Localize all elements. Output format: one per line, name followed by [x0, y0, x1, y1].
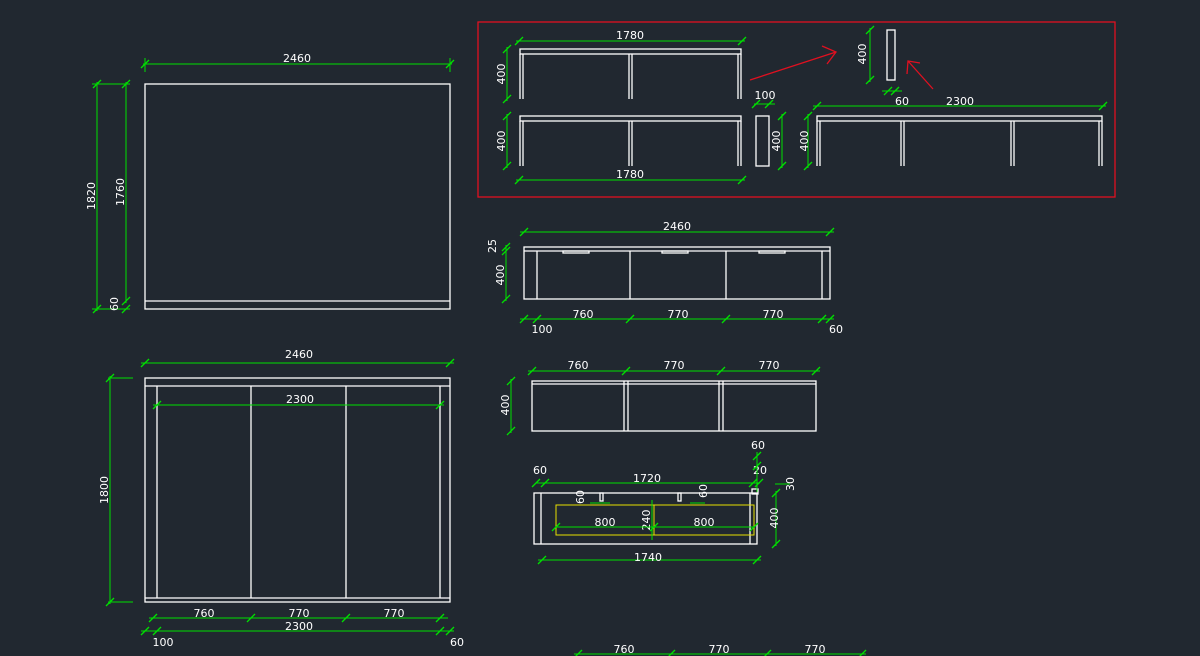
long-frame-height-label: 400	[798, 131, 811, 152]
long-frame-offset-label: 60	[895, 95, 909, 108]
wardrobe-inner-width-label: 2300	[286, 393, 314, 406]
cabinet-top-elevation: 2460 25 400 760 770 770 100 60	[486, 220, 843, 336]
frame-details-box: 1780 400 1780 400 100 400 400	[477, 21, 1116, 198]
bottom-seg2-label: 770	[709, 643, 730, 656]
cabinet-left-offset-label: 100	[532, 323, 553, 336]
plan-view: 2460 1820 1760 60	[85, 52, 455, 314]
plan-width-label: 2460	[283, 52, 311, 65]
post-width-label: 100	[755, 89, 776, 102]
wardrobe-left-offset-label: 100	[153, 636, 174, 649]
wardrobe-right-offset-label: 60	[450, 636, 464, 649]
long-frame-width-label: 2300	[946, 95, 974, 108]
section-top-width-label: 1720	[633, 472, 661, 485]
cabinet-seg3-label: 770	[763, 308, 784, 321]
frame-top-height-label: 400	[495, 64, 508, 85]
drawer-section: 60 1720 60 20 30 60 60 240 800 800 400 1…	[531, 439, 797, 565]
wardrobe-seg1-label: 760	[194, 607, 215, 620]
cabinet-right-offset-label: 60	[829, 323, 843, 336]
cabinet-seg2-label: 770	[668, 308, 689, 321]
section-right-top-label: 60	[751, 439, 765, 452]
wardrobe-seg3-label: 770	[384, 607, 405, 620]
box-height-label: 400	[499, 395, 512, 416]
box-seg3-label: 770	[759, 359, 780, 372]
section-mid-label: 240	[640, 510, 653, 531]
section-v2-label: 60	[697, 484, 710, 498]
frame-bottom-height-label: 400	[495, 131, 508, 152]
bottom-partial-dims: 760 770 770	[574, 643, 867, 656]
cabinet-height-label: 400	[494, 265, 507, 286]
section-left-label: 60	[533, 464, 547, 477]
cabinet-seg1-label: 760	[573, 308, 594, 321]
section-bottom-width-label: 1740	[634, 551, 662, 564]
section-height-label: 400	[768, 508, 781, 529]
frame-bottom-width-label: 1780	[616, 168, 644, 181]
wardrobe-width-label: 2460	[285, 348, 313, 361]
bottom-seg1-label: 760	[614, 643, 635, 656]
frame-top-width-label: 1780	[616, 29, 644, 42]
box-seg1-label: 760	[568, 359, 589, 372]
section-right-mid-label: 20	[753, 464, 767, 477]
cabinet-top-width-label: 2460	[663, 220, 691, 233]
section-right-side-label: 30	[784, 477, 797, 491]
plan-base-label: 60	[108, 297, 121, 311]
plan-inner-height-label: 1760	[114, 178, 127, 206]
post-height-label: 400	[770, 131, 783, 152]
three-box-elevation: 760 770 770 400	[499, 359, 821, 436]
section-drawer1-label: 800	[595, 516, 616, 529]
section-drawer2-label: 800	[694, 516, 715, 529]
wardrobe-bottom-total-label: 2300	[285, 620, 313, 633]
bottom-seg3-label: 770	[805, 643, 826, 656]
plan-outer-height-label: 1820	[85, 182, 98, 210]
wardrobe-height-label: 1800	[98, 476, 111, 504]
wardrobe-elevation: 2460 2300 1800 760 770 770 2300 100 60	[98, 348, 464, 649]
wardrobe-seg2-label: 770	[289, 607, 310, 620]
small-post-height-label: 400	[856, 44, 869, 65]
cabinet-top-thickness-label: 25	[486, 239, 499, 253]
box-seg2-label: 770	[664, 359, 685, 372]
section-v1-label: 60	[574, 490, 587, 504]
